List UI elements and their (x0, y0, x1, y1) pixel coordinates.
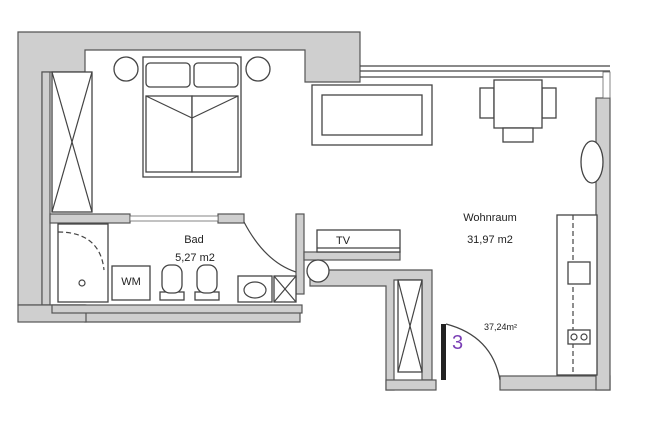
wall-bath-bottom (51, 304, 303, 314)
wardrobe-left (51, 71, 93, 213)
nightstand-left (113, 56, 139, 82)
bath-shaft (273, 275, 297, 303)
kitchen-counter (556, 140, 604, 376)
tv-cabinet (316, 229, 401, 253)
balcony-window (360, 65, 611, 99)
bidet (159, 264, 185, 301)
bath-room-area: 5,27 m2 (175, 252, 215, 264)
washing-machine (111, 265, 151, 301)
total-area-label: 37,24m² (484, 322, 518, 332)
dining-table (479, 79, 557, 143)
wall-bath-door (295, 213, 305, 295)
wall-corridor (309, 269, 433, 391)
kitchen-sink (567, 261, 591, 285)
wall-tv (303, 251, 401, 261)
unit-number: 3 (452, 332, 464, 354)
living-room-name: Wohnraum (463, 212, 517, 224)
wardrobe-corridor (397, 279, 423, 373)
tv-label: TV (335, 235, 351, 247)
column-round (580, 140, 604, 184)
bath-room-name: Bad (184, 234, 204, 246)
wall-right (595, 97, 611, 391)
wall-entry-left (385, 379, 437, 391)
toilet (194, 264, 220, 301)
sofa (311, 84, 433, 146)
bathroom (57, 221, 297, 303)
glass-strip (129, 215, 219, 222)
washing-machine-label: WM (121, 276, 141, 288)
wall-bottom-right (499, 375, 611, 391)
entry-door (441, 323, 501, 381)
wall-bath-top-left (49, 213, 131, 224)
shower (57, 223, 109, 303)
living-room-area: 31,97 m2 (467, 234, 513, 246)
wall-left-inner (41, 71, 51, 306)
bath-door-swing (243, 221, 297, 273)
wall-bath-top-right (217, 213, 245, 224)
double-bed (113, 56, 271, 178)
nightstand-right (245, 56, 271, 82)
washbasin (237, 275, 273, 303)
column-corridor (306, 259, 330, 283)
